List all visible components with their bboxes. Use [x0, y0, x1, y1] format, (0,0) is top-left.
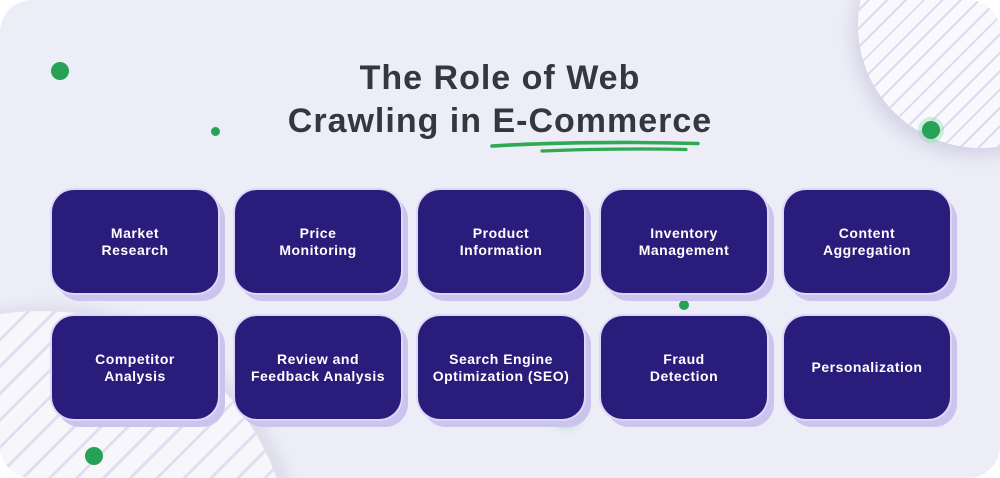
- card-competitor-analysis: Competitor Analysis: [52, 316, 218, 419]
- green-dot: [85, 447, 103, 465]
- card-seo: Search Engine Optimization (SEO): [418, 316, 584, 419]
- page-title: The Role of Web Crawling in E-Commerce: [0, 57, 1000, 143]
- card-label: Content Aggregation: [823, 224, 911, 258]
- card-fraud-detection: Fraud Detection: [601, 316, 767, 419]
- card-market-research: Market Research: [52, 190, 218, 293]
- green-dot: [211, 127, 220, 136]
- title-underline-stroke-1: [490, 140, 700, 148]
- card-product-information: Product Information: [418, 190, 584, 293]
- card-price-monitoring: Price Monitoring: [235, 190, 401, 293]
- cards-grid: Market Research Price Monitoring Product…: [52, 190, 950, 419]
- card-label: Fraud Detection: [649, 350, 719, 384]
- card-review-feedback-analysis: Review and Feedback Analysis: [235, 316, 401, 419]
- green-dot: [922, 121, 940, 139]
- card-label: Product Information: [459, 224, 543, 258]
- card-personalization: Personalization: [784, 316, 950, 419]
- card-label: Competitor Analysis: [95, 350, 175, 384]
- card-label: Inventory Management: [638, 224, 730, 258]
- page-title-line2: Crawling in E-Commerce: [287, 102, 713, 140]
- card-label: Personalization: [811, 359, 923, 375]
- card-label: Review and Feedback Analysis: [250, 350, 386, 384]
- card-label: Search Engine Optimization (SEO): [432, 350, 570, 384]
- card-inventory-management: Inventory Management: [601, 190, 767, 293]
- green-dot: [679, 300, 689, 310]
- page-title-line1: The Role of Web: [359, 59, 641, 97]
- title-underline: [490, 140, 700, 153]
- green-dot: [51, 62, 69, 80]
- card-label: Price Monitoring: [279, 224, 357, 258]
- card-label: Market Research: [101, 224, 169, 258]
- title-underline-stroke-2: [540, 147, 688, 153]
- card-content-aggregation: Content Aggregation: [784, 190, 950, 293]
